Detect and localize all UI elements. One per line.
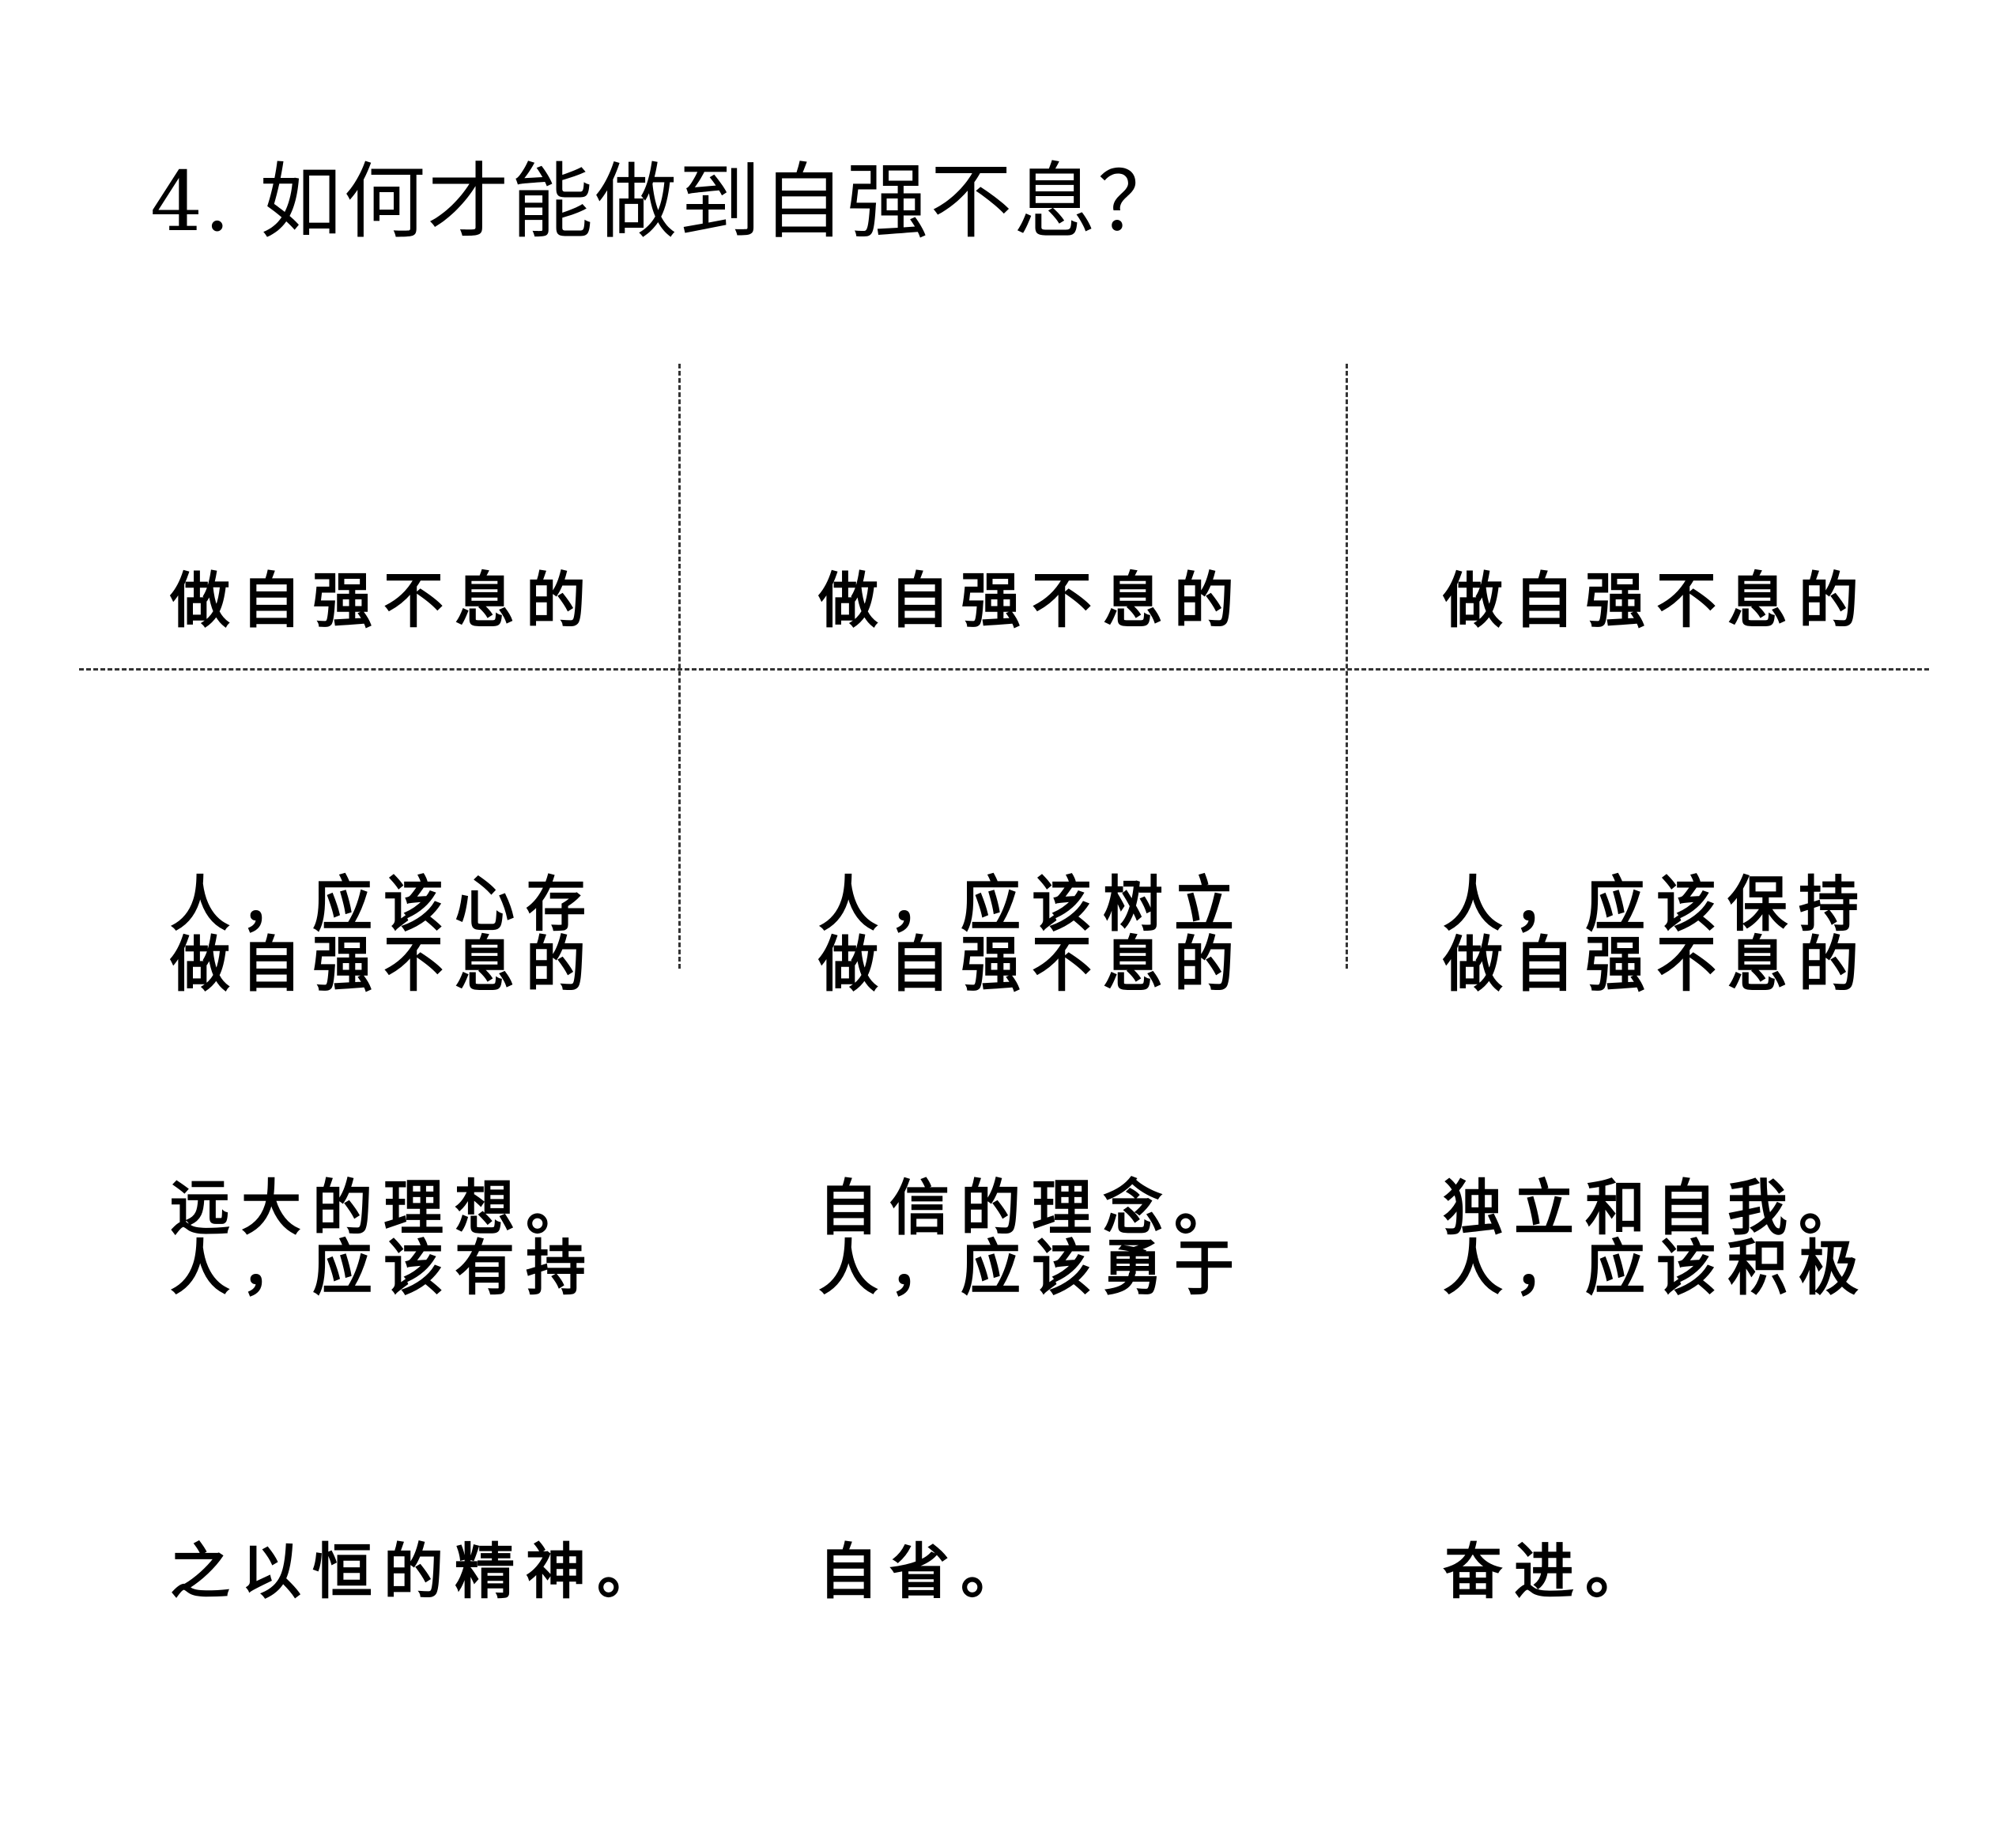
divider-horizontal xyxy=(79,668,1929,671)
answer-grid: 做自强不息的 人，应该心存 远大的理想。 做自强不息的 人，应该树立 自信的理念… xyxy=(79,364,1929,1607)
cell-line: 人，应该心存 xyxy=(170,869,597,939)
cell-line: 奋进。 xyxy=(1443,1536,1656,1607)
cell-line: 做自强不息的 xyxy=(170,565,597,636)
page-title: 4. 如何才能做到自强不息？ xyxy=(150,153,1182,250)
cell-line: 人，应该保持 xyxy=(1443,869,1870,939)
cell-line: 做自强不息的 xyxy=(170,929,597,999)
cell-line: 人，应该勇于 xyxy=(818,1233,1245,1303)
cell-line: 人，应该树立 xyxy=(818,869,1245,939)
answer-cell-5: 做自强不息的 人，应该勇于 自省。 xyxy=(818,712,1245,1825)
cell-line: 人，应该有持 xyxy=(170,1233,597,1303)
divider-vertical-1 xyxy=(678,364,681,969)
answer-cell-4: 做自强不息的 人，应该有持 之以恒的精神。 xyxy=(170,712,668,1825)
cell-line: 做自强不息的 xyxy=(818,929,1245,999)
cell-line: 做自强不息的 xyxy=(1443,929,1870,999)
cell-line: 做自强不息的 xyxy=(818,565,1245,636)
answer-cell-6: 做自强不息的 人，应该积极 奋进。 xyxy=(1443,712,1870,1825)
cell-line: 之以恒的精神。 xyxy=(170,1536,668,1607)
divider-vertical-2 xyxy=(1346,364,1348,969)
cell-line: 自省。 xyxy=(818,1536,1032,1607)
cell-line: 做自强不息的 xyxy=(1443,565,1870,636)
cell-line: 人，应该积极 xyxy=(1443,1233,1870,1303)
